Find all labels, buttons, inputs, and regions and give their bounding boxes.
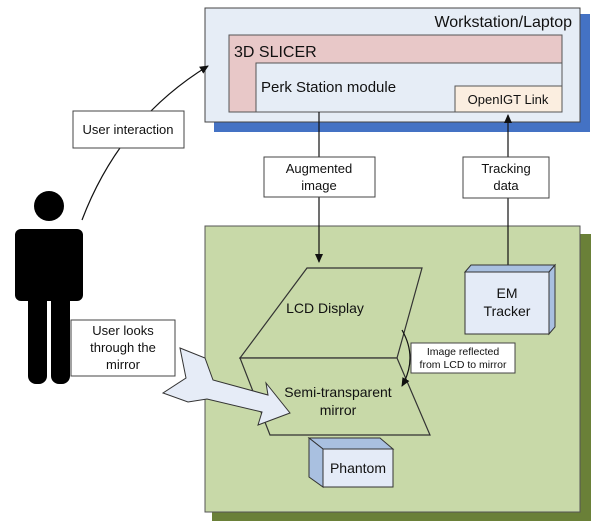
augmented-image-label: Augmented image	[263, 156, 376, 198]
em-tracker: EM Tracker	[463, 263, 557, 336]
phantom: Phantom	[307, 436, 395, 488]
slicer-title: 3D SLICER	[234, 44, 317, 61]
svg-text:LCD Display: LCD Display	[286, 300, 364, 316]
perk-station-title: Perk Station module	[261, 79, 396, 96]
svg-text:User interaction: User interaction	[82, 122, 173, 137]
semi-transparent-mirror: Semi-transparent mirror	[239, 357, 431, 436]
svg-text:data: data	[493, 178, 519, 193]
svg-text:Augmented: Augmented	[286, 161, 353, 176]
svg-text:Tracking: Tracking	[481, 161, 530, 176]
svg-text:from LCD to mirror: from LCD to mirror	[420, 359, 507, 371]
openigt-box: OpenIGT Link	[454, 85, 563, 113]
svg-text:through the: through the	[90, 340, 156, 355]
svg-text:Image reflected: Image reflected	[427, 346, 500, 358]
tracking-data-label: Tracking data	[462, 156, 550, 199]
user-looks-label: User looks through the mirror	[70, 319, 176, 377]
svg-text:Tracker: Tracker	[484, 303, 531, 319]
view-arrow-icon	[161, 347, 291, 426]
svg-text:mirror: mirror	[106, 357, 141, 372]
workstation-title: Workstation/Laptop	[434, 14, 572, 31]
lcd-display: LCD Display	[238, 267, 423, 359]
svg-text:EM: EM	[497, 285, 518, 301]
openigt-panel	[454, 85, 563, 113]
image-reflected-label: Image reflected from LCD to mirror	[410, 342, 516, 374]
openigt-title: OpenIGT Link	[468, 92, 549, 107]
user-interaction-label: User interaction	[72, 110, 185, 149]
svg-text:image: image	[301, 178, 336, 193]
svg-text:mirror: mirror	[320, 402, 357, 418]
user-person-icon	[15, 191, 83, 384]
svg-text:Phantom: Phantom	[330, 460, 386, 476]
svg-text:Semi-transparent: Semi-transparent	[284, 384, 391, 400]
svg-text:User looks: User looks	[92, 323, 154, 338]
reflection-connector	[401, 329, 411, 387]
